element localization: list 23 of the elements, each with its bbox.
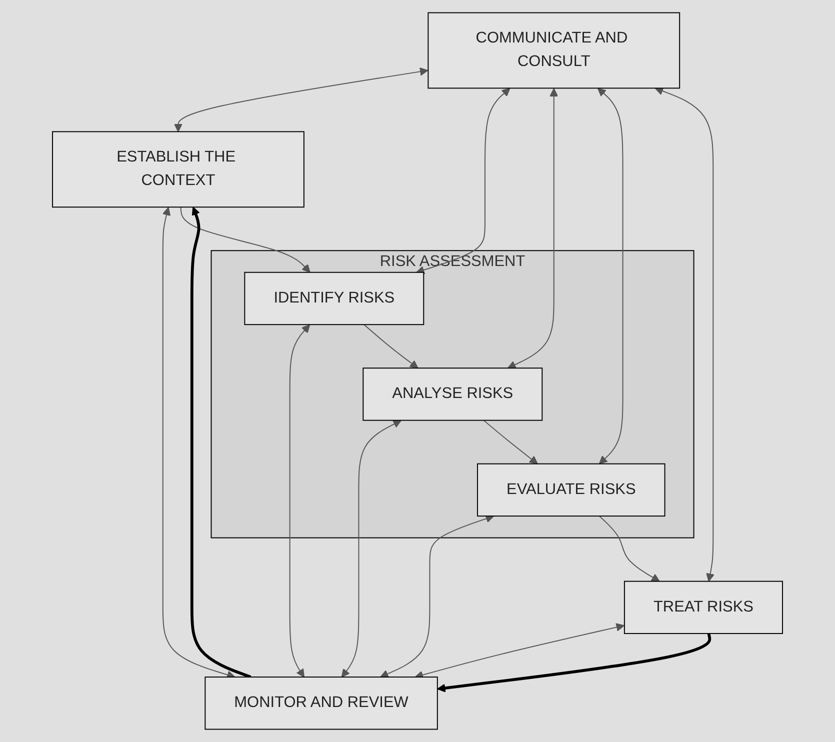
arrow xyxy=(190,206,252,678)
node-box: COMMUNICATE AND CONSULT xyxy=(428,12,680,89)
arrow xyxy=(598,88,624,464)
node-box: TREAT RISKS xyxy=(624,580,783,634)
arrow xyxy=(162,207,236,679)
node-box: ANALYSE RISKS xyxy=(362,368,543,421)
node-box: ESTABLISH THE CONTEXT xyxy=(52,131,304,208)
arrow xyxy=(289,324,310,678)
arrow xyxy=(416,88,510,274)
arrow xyxy=(507,88,558,369)
arrow xyxy=(654,87,714,582)
node-box: EVALUATE RISKS xyxy=(477,463,666,517)
arrow xyxy=(341,420,402,678)
arrow xyxy=(364,324,418,368)
arrow xyxy=(437,633,712,692)
arrow xyxy=(180,206,310,273)
arrow xyxy=(598,516,660,582)
node-box: MONITOR AND REVIEW xyxy=(204,676,438,730)
arrow xyxy=(380,514,494,678)
arrow xyxy=(483,420,538,464)
node-box: IDENTIFY RISKS xyxy=(244,272,424,326)
arrow xyxy=(414,623,624,680)
arrow xyxy=(174,67,428,132)
